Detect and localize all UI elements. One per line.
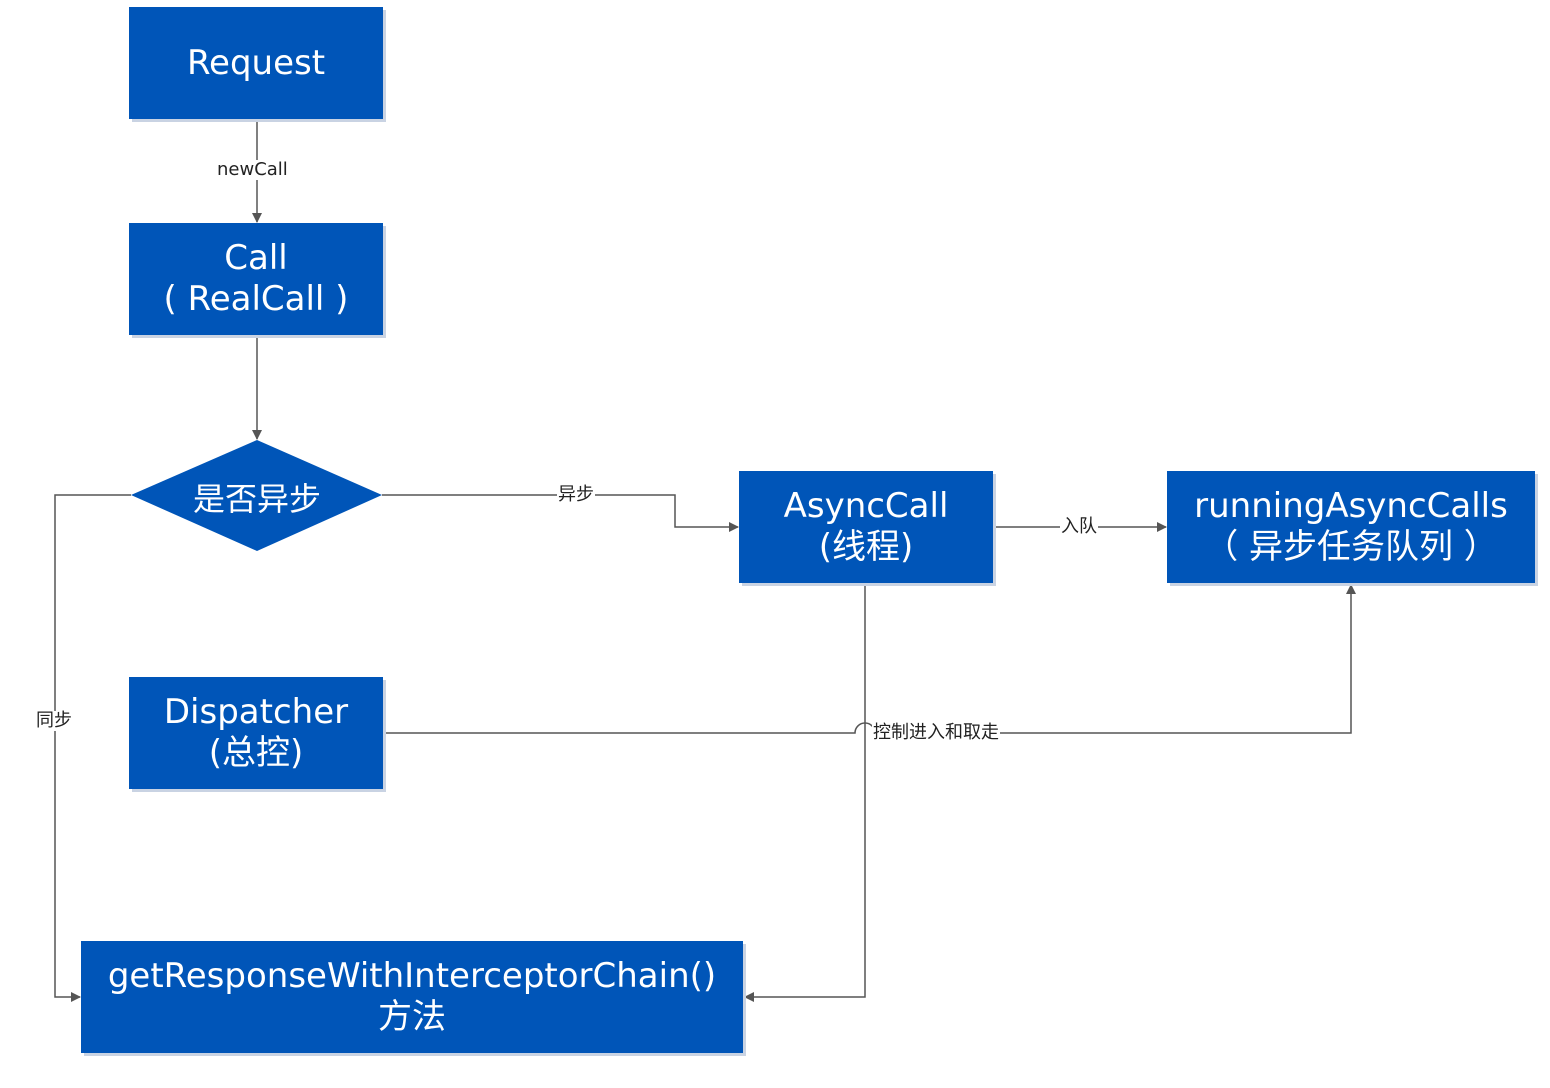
decision-diamond — [131, 440, 382, 551]
edge-label-newcall: newCall — [216, 159, 289, 180]
dispatcher-sublabel: (总控) — [208, 733, 304, 773]
running-label: runningAsyncCalls — [1194, 486, 1508, 527]
edge-async — [382, 494, 739, 532]
running-sublabel: （ 异步任务队列 ） — [1204, 527, 1498, 567]
asynccall-sublabel: (线程) — [818, 527, 914, 567]
request-node: Request — [129, 7, 383, 119]
edge-label-control: 控制进入和取走 — [872, 722, 1000, 743]
edge-sync — [54, 494, 131, 1002]
running-async-calls-node: runningAsyncCalls （ 异步任务队列 ） — [1167, 471, 1535, 583]
edge-asynccall-chain — [744, 583, 866, 1002]
chain-label: getResponseWithInterceptorChain() — [107, 956, 717, 997]
call-sublabel: ( RealCall ) — [163, 279, 349, 319]
edge-label-enqueue: 入队 — [1060, 516, 1098, 537]
edge-label-sync: 同步 — [35, 710, 73, 731]
asynccall-label: AsyncCall — [783, 486, 949, 527]
asynccall-node: AsyncCall (线程) — [739, 471, 993, 583]
interceptor-chain-node: getResponseWithInterceptorChain() 方法 — [81, 941, 743, 1053]
chain-sublabel: 方法 — [378, 997, 446, 1037]
edge-control — [383, 584, 1356, 734]
dispatcher-label: Dispatcher — [163, 692, 349, 733]
edge-label-async: 异步 — [557, 484, 595, 505]
decision-label: 是否异步 — [192, 480, 321, 518]
dispatcher-node: Dispatcher (总控) — [129, 677, 383, 789]
call-label: Call — [224, 238, 288, 279]
request-label: Request — [186, 42, 326, 83]
call-node: Call ( RealCall ) — [129, 223, 383, 335]
